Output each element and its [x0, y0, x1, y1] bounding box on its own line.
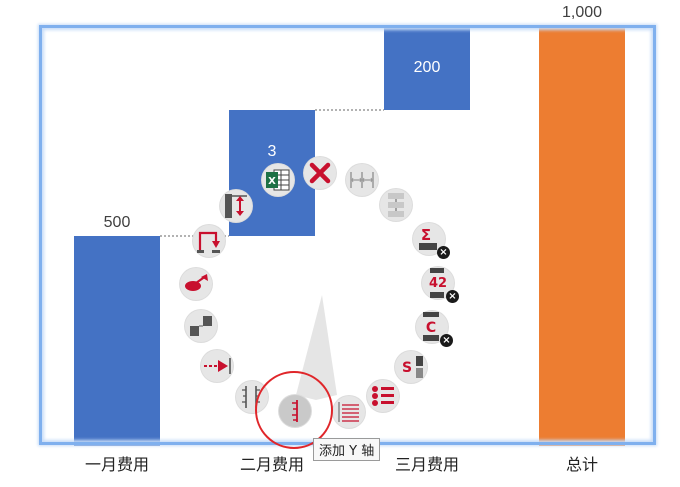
y-axis-scale-button[interactable]: [236, 381, 268, 413]
add-y-axis-button[interactable]: [279, 395, 311, 427]
level-arrow-icon: [197, 231, 220, 253]
axis-gap-button[interactable]: [346, 164, 378, 196]
bar-4[interactable]: [539, 26, 625, 446]
close-x-icon: [309, 162, 331, 184]
legend-button[interactable]: [367, 380, 399, 412]
legend-icon: [372, 386, 394, 406]
axis-spacing-icon: [350, 172, 374, 188]
svg-text:C: C: [426, 320, 436, 336]
sum-button[interactable]: Σ ×: [413, 223, 450, 259]
series-label-icon: S: [402, 356, 423, 378]
series-label-button[interactable]: S: [395, 351, 427, 383]
callout-arrow-icon: [185, 274, 208, 291]
data-label-button[interactable]: 42 ×: [422, 267, 459, 303]
excel-icon: X: [266, 169, 290, 191]
step-connector-button[interactable]: [185, 310, 217, 342]
tooltip: 添加 Y 轴: [313, 438, 381, 461]
svg-text:Σ: Σ: [421, 226, 431, 244]
data-label-2: 3: [268, 143, 277, 160]
axis-scale-icon: [242, 386, 260, 408]
level-arrow-button[interactable]: [193, 225, 225, 257]
value-label-icon: 42: [429, 268, 447, 298]
category-label-3: 三月费用: [395, 455, 459, 474]
bar-3[interactable]: [384, 26, 470, 110]
data-label-4: 1,000: [562, 4, 602, 21]
add-y-axis-list-button[interactable]: [333, 396, 365, 428]
svg-text:S: S: [402, 360, 412, 376]
category-label-2: 二月费用: [240, 455, 304, 474]
stack-arrow-icon: [225, 194, 247, 218]
category-label-4: 总计: [566, 455, 598, 474]
category-label-1: 一月费用: [85, 455, 149, 474]
data-label-1: 500: [104, 214, 131, 231]
step-connector-icon: [190, 316, 212, 336]
difference-arrow-button[interactable]: [201, 350, 233, 382]
svg-text:X: X: [268, 176, 276, 187]
stack-gap-button[interactable]: [380, 189, 412, 221]
open-excel-button[interactable]: X: [262, 164, 294, 196]
bar-1[interactable]: [74, 236, 160, 446]
callout-arrow-button[interactable]: [180, 268, 212, 300]
remove-badge-icon: ×: [437, 246, 450, 259]
difference-arrow-icon: [204, 358, 231, 374]
delete-chart-button[interactable]: [304, 157, 336, 189]
svg-text:42: 42: [429, 276, 447, 291]
category-label-icon: C: [423, 312, 439, 341]
remove-badge-icon: ×: [440, 334, 453, 347]
stack-arrow-button[interactable]: [220, 190, 252, 222]
data-label-3: 200: [414, 59, 441, 76]
category-label-button[interactable]: C ×: [416, 311, 453, 347]
stack-spacing-icon: [388, 193, 404, 217]
sum-icon: Σ: [419, 226, 437, 250]
axis-list-icon: [338, 402, 359, 422]
remove-badge-icon: ×: [446, 290, 459, 303]
y-axis-icon: [292, 400, 298, 422]
